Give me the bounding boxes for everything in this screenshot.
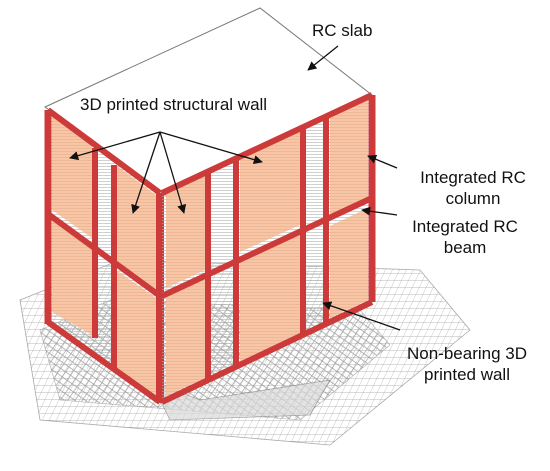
label-rc-column-line1: Integrated RC [420, 168, 526, 187]
arrow-beam [361, 206, 398, 216]
arrow-nonbearing [322, 301, 401, 331]
label-rc-beam: Integrated RC beam [400, 216, 530, 258]
label-non-bearing-line2: printed wall [424, 365, 510, 384]
arrow-slab [307, 45, 339, 71]
left-wall [44, 107, 164, 405]
arrow-wall-3 [159, 131, 187, 214]
label-rc-slab: RC slab [312, 21, 373, 40]
right-wall [160, 92, 376, 405]
label-rc-beam-line2: beam [443, 238, 487, 257]
arrow-wall-1 [69, 131, 161, 161]
label-structural-wall: 3D printed structural wall [80, 95, 268, 114]
label-non-bearing-line1: Non-bearing 3D [406, 344, 527, 363]
arrow-wall-4 [159, 131, 263, 165]
label-rc-column: Integrated RC column [408, 167, 538, 209]
label-rc-beam-line1: Integrated RC [412, 217, 518, 236]
arrow-column [367, 154, 398, 169]
label-non-bearing-wall: Non-bearing 3D printed wall [402, 343, 532, 385]
label-rc-column-line2: column [445, 189, 501, 208]
annotation-arrows [69, 45, 401, 331]
arrow-wall-2 [131, 131, 161, 214]
